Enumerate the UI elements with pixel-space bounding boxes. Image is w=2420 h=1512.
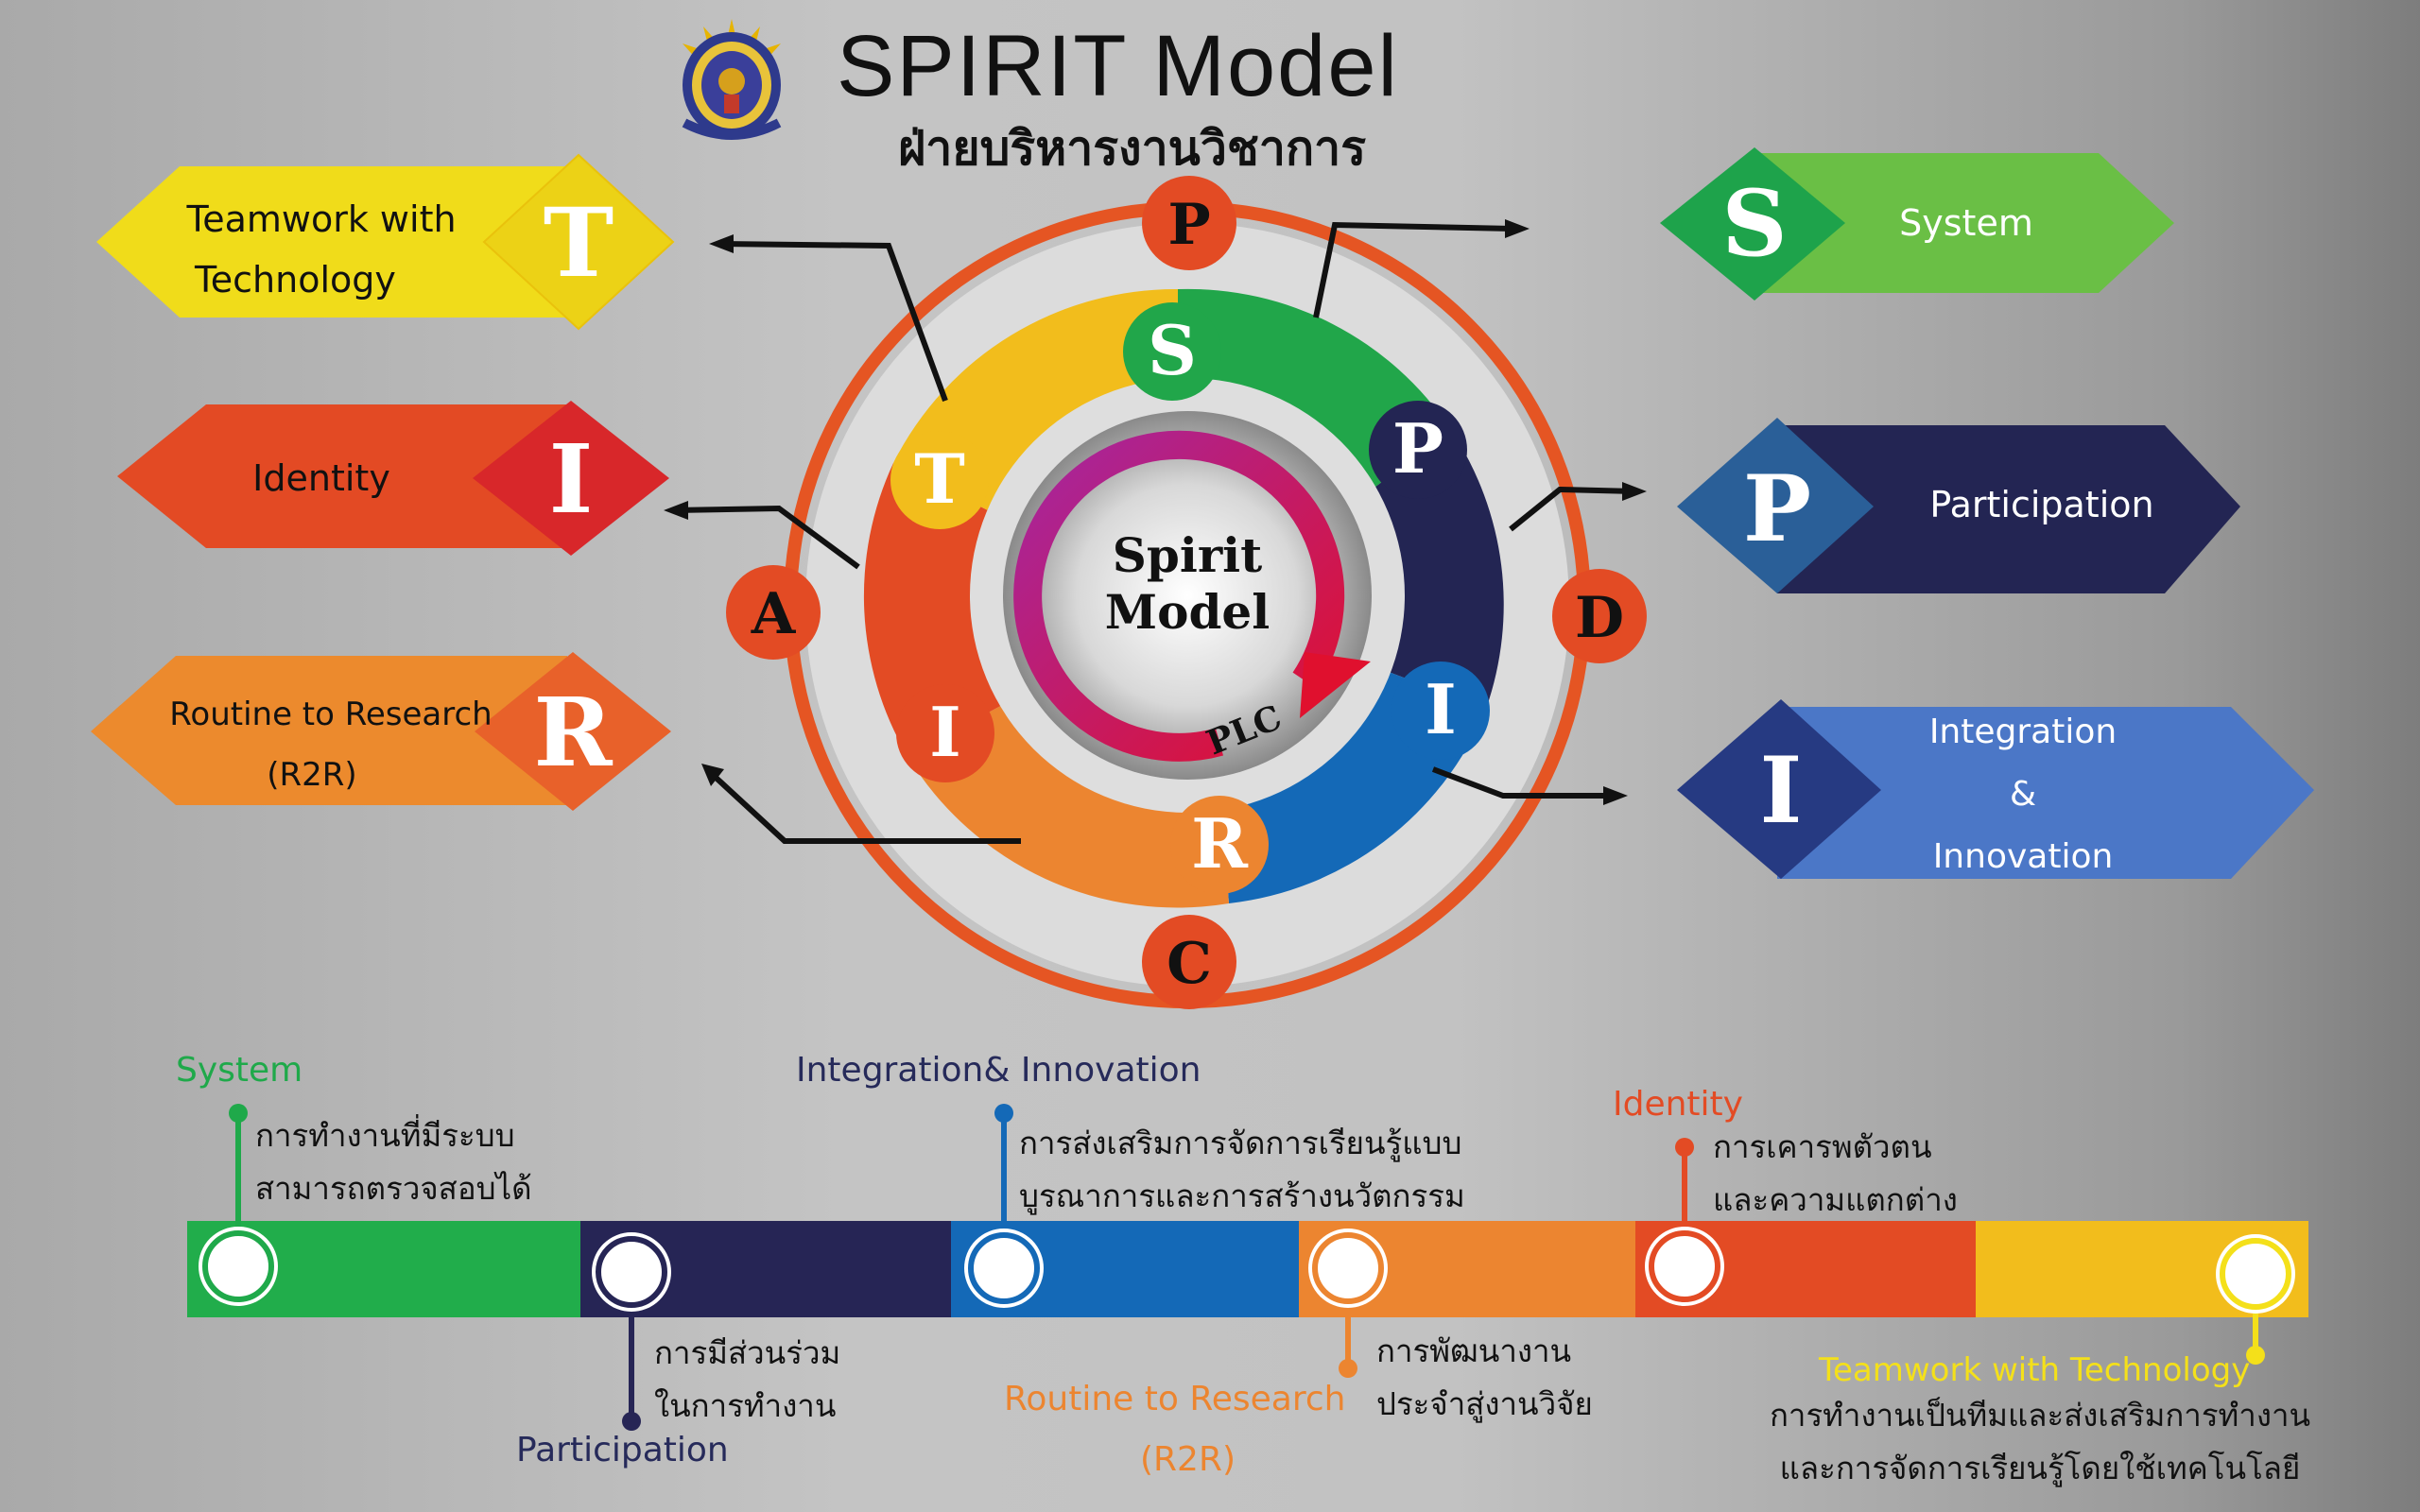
left-arrow-r2r-text: Routine to Research (R2R) xyxy=(142,684,520,805)
system-line1: System xyxy=(1899,202,2033,244)
timeline-title-teamwork: Teamwork with Technology xyxy=(1819,1351,2251,1389)
segment-letter-s: S xyxy=(1148,310,1197,390)
page-subtitle: ฝ่ายบริหารงานวิชาการ xyxy=(898,121,1367,176)
system-desc-line1: การทำงานที่มีระบบ xyxy=(255,1117,515,1154)
identity-line1: Identity xyxy=(252,457,390,499)
left-arrow-teamwork-text: Teamwork with Technology xyxy=(142,189,501,310)
segment-letter-i2: I xyxy=(929,692,961,772)
teamwork-desc-line2: และการจัดการเรียนรู้โดยใช้เทคโนโลยี xyxy=(1779,1450,2301,1486)
integration-desc-line1: การส่งเสริมการจัดการเรียนรู้แบบ xyxy=(1019,1125,1462,1161)
center-title-line2: Model xyxy=(1105,584,1270,640)
center-title-line1: Spirit xyxy=(1113,527,1263,583)
identity-desc-line2: และความแตกต่าง xyxy=(1713,1181,1958,1218)
participation-desc-line2: ในการทำงาน xyxy=(654,1387,837,1424)
right-arrow-system: S xyxy=(1660,147,2174,301)
timeline-title-system: System xyxy=(176,1051,303,1090)
timeline-desc-integration: การส่งเสริมการจัดการเรียนรู้แบบ บูรณาการ… xyxy=(1019,1117,1465,1223)
segment-letter-t: T xyxy=(914,438,965,519)
pdca-c: C xyxy=(1167,931,1212,997)
r2r-desc-line1: การพัฒนางาน xyxy=(1376,1332,1572,1369)
timeline-title-integration: Integration& Innovation xyxy=(796,1051,1201,1090)
timeline-bar xyxy=(187,1104,2308,1431)
right-arrow-system-text: System xyxy=(1853,197,2080,249)
pdca-a: A xyxy=(751,581,797,647)
right-letter-i: I xyxy=(1760,737,1803,844)
integration-line3: Innovation xyxy=(1932,837,2114,876)
segment-letter-i1: I xyxy=(1425,669,1457,749)
timeline-desc-system: การทำงานที่มีระบบ สามารถตรวจสอบได้ xyxy=(255,1109,532,1215)
pdca-p: P xyxy=(1167,192,1210,258)
pdca-d: D xyxy=(1575,585,1624,651)
segment-letter-p: P xyxy=(1392,408,1443,489)
left-arrow-teamwork: T xyxy=(96,153,675,331)
right-letter-p: P xyxy=(1743,455,1811,562)
left-arrow-identity: I xyxy=(117,401,669,556)
r2r-desc-line2: ประจำสู่งานวิจัย xyxy=(1376,1385,1593,1422)
r2r-line1: Routine to Research xyxy=(169,696,493,733)
teamwork-line1: Teamwork with xyxy=(186,198,457,240)
participation-line1: Participation xyxy=(1929,484,2154,525)
participation-desc-line1: การมีส่วนร่วม xyxy=(654,1334,841,1371)
system-desc-line2: สามารถตรวจสอบได้ xyxy=(255,1170,532,1207)
right-arrow-participation: P xyxy=(1677,418,2240,593)
integration-line1: Integration xyxy=(1928,713,2118,751)
right-arrow-participation-text: Participation xyxy=(1891,478,2193,531)
timeline-title-r2r: Routine to Research xyxy=(1004,1380,1346,1418)
segment-letter-r: R xyxy=(1191,803,1249,884)
right-arrow-integration-text: Integration & Innovation xyxy=(1910,701,2136,888)
school-seal-icon xyxy=(682,19,782,140)
teamwork-line2: Technology xyxy=(195,259,396,301)
left-arrow-identity-text: Identity xyxy=(208,450,435,507)
r2r-line2: (R2R) xyxy=(267,756,357,794)
timeline-desc-participation: การมีส่วนร่วม ในการทำงาน xyxy=(654,1327,840,1433)
left-letter-t: T xyxy=(544,187,614,299)
integration-line2: & xyxy=(2009,775,2037,814)
spirit-model-diagram: Spirit Model PLC S P I R I T P D C A xyxy=(91,147,2314,1009)
right-arrow-integration: I xyxy=(1677,699,2314,879)
timeline-title-r2r-2: (R2R) xyxy=(1140,1440,1236,1479)
timeline-desc-teamwork: การทำงานเป็นทีมและส่งเสริมการทำงาน และกา… xyxy=(1766,1389,2314,1495)
timeline-title-identity: Identity xyxy=(1613,1085,1743,1124)
teamwork-desc-line1: การทำงานเป็นทีมและส่งเสริมการทำงาน xyxy=(1769,1397,2311,1434)
identity-desc-line1: การเคารพตัวตน xyxy=(1713,1128,1932,1165)
left-letter-i: I xyxy=(549,423,594,535)
timeline-desc-identity: การเคารพตัวตน และความแตกต่าง xyxy=(1713,1121,1958,1227)
left-letter-r: R xyxy=(533,677,613,788)
integration-desc-line2: บูรณาการและการสร้างนวัตกรรม xyxy=(1019,1177,1465,1214)
right-letter-s: S xyxy=(1721,170,1787,277)
page-title: SPIRIT Model xyxy=(837,18,1399,114)
timeline-desc-r2r: การพัฒนางาน ประจำสู่งานวิจัย xyxy=(1376,1325,1593,1431)
left-arrow-r2r: R xyxy=(91,652,671,811)
timeline-title-participation: Participation xyxy=(516,1431,729,1469)
